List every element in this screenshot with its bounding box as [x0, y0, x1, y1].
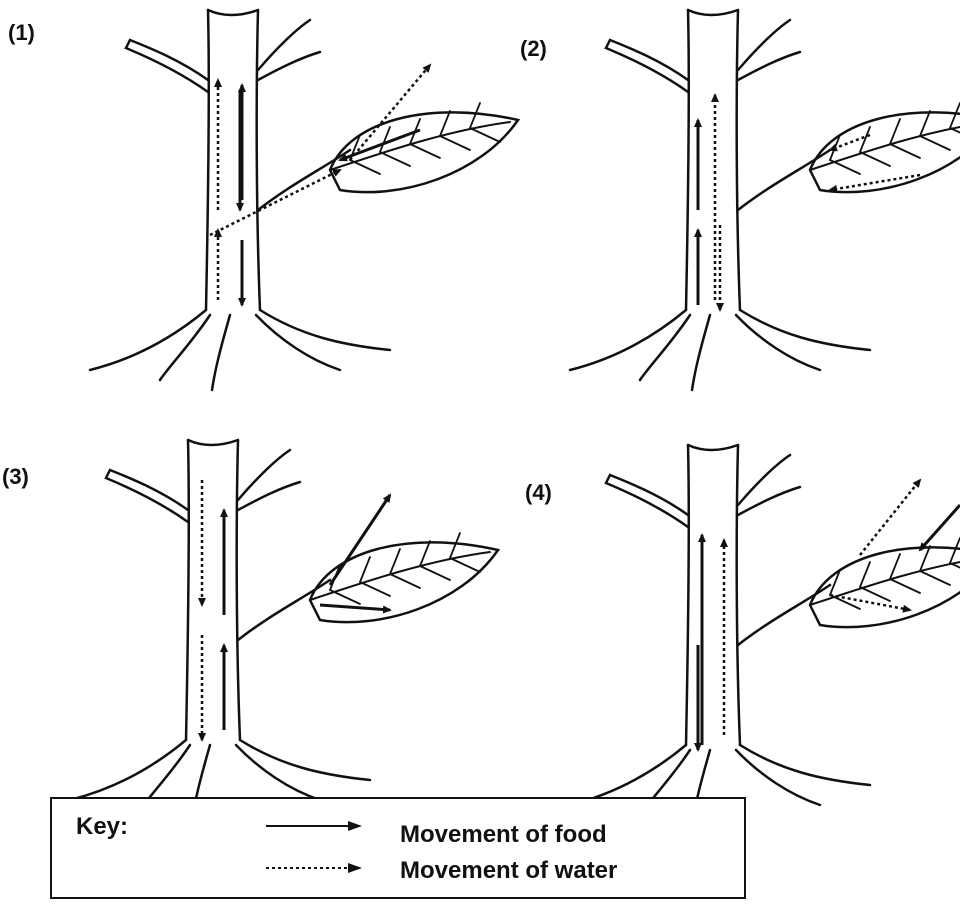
p3-food-in-leaf [320, 605, 390, 610]
leaf-vein-up-p4-4 [950, 538, 960, 563]
root-c-p2 [692, 315, 710, 390]
left-branch-p1 [126, 40, 208, 92]
root-d-p1 [260, 310, 390, 350]
key-title: Key: [76, 813, 128, 841]
p4-water-out-leaf [860, 480, 920, 555]
leaf-vein-up-p2-4 [950, 103, 960, 128]
right-twig-b-p1 [258, 52, 320, 80]
root-a-p1 [90, 310, 206, 370]
leaf-vein-down-p3-4 [450, 558, 480, 572]
leaf-vein-up-p2-3 [920, 111, 930, 136]
leaf-vein-down-p3-3 [420, 566, 450, 580]
p1-water-out-leaf [350, 65, 430, 160]
plant-p4 [570, 445, 960, 825]
right-twig-b-p3 [238, 482, 300, 510]
right-twig-a-p4 [738, 455, 790, 505]
stem-left-p4 [686, 445, 689, 745]
water-arrow-sample [264, 861, 364, 875]
leaf-vein-down-p1-3 [440, 136, 470, 150]
right-twig-b-p2 [738, 52, 800, 80]
leaf-vein-up-p3-4 [450, 533, 460, 558]
leaf-vein-up-p3-3 [420, 541, 430, 566]
stem-left-p3 [186, 440, 189, 740]
leaf-vein-down-p4-2 [890, 579, 920, 593]
leaf-vein-down-p3-0 [330, 590, 360, 604]
panel-label-2: (2) [520, 36, 547, 62]
leaf-vein-down-p1-4 [470, 128, 500, 142]
right-twig-b-p4 [738, 487, 800, 515]
stem-right-p3 [237, 440, 240, 740]
plant-p2 [570, 10, 960, 390]
left-branch-p2 [606, 40, 688, 92]
leaf-vein-up-p1-1 [380, 127, 390, 152]
root-d-p2 [740, 310, 870, 350]
panel-label-1: (1) [8, 20, 35, 46]
right-twig-a-p3 [238, 450, 290, 500]
leaf-vein-down-p2-0 [830, 160, 860, 174]
stem-right-p4 [737, 445, 740, 745]
p1-water-into-leaf [210, 170, 340, 235]
root-d-p3 [240, 740, 370, 780]
panel-label-3: (3) [2, 464, 29, 490]
root-a-p4 [570, 745, 686, 805]
leaf-vein-down-p1-2 [410, 144, 440, 158]
leaf-vein-up-p4-2 [890, 554, 900, 579]
right-twig-a-p1 [258, 20, 310, 70]
leaf-vein-down-p3-2 [390, 574, 420, 588]
leaf-vein-down-p4-3 [920, 571, 950, 585]
key-food-label: Movement of food [400, 821, 607, 849]
p4-food-into-leaf [920, 505, 960, 550]
leaf-vein-down-p2-2 [890, 144, 920, 158]
leaf-vein-down-p4-0 [830, 595, 860, 609]
root-a-p3 [70, 740, 186, 800]
stem-left-p2 [686, 10, 689, 310]
stem-top-p2 [688, 10, 738, 15]
leaf-vein-down-p1-0 [350, 160, 380, 174]
root-e-p4 [736, 750, 820, 805]
p4-water-leaf-in [830, 595, 910, 610]
key-water-label: Movement of water [400, 857, 617, 885]
plant-p1 [90, 10, 518, 390]
leaf-vein-up-p3-1 [360, 557, 370, 582]
leaf-vein-up-p1-4 [470, 103, 480, 128]
leaf-vein-down-p2-1 [860, 152, 890, 166]
root-e-p1 [256, 315, 340, 370]
stem-top-p4 [688, 445, 738, 450]
leaf-vein-down-p3-1 [360, 582, 390, 596]
leaf-vein-down-p1-1 [380, 152, 410, 166]
leaf-vein-down-p2-3 [920, 136, 950, 150]
root-e-p3 [236, 745, 320, 800]
stem-left-p1 [206, 10, 209, 310]
left-branch-p3 [106, 470, 188, 522]
root-c-p1 [212, 315, 230, 390]
leaf-vein-up-p2-2 [890, 119, 900, 144]
root-a-p2 [570, 310, 686, 370]
left-branch-p4 [606, 475, 688, 527]
stem-top-p3 [188, 440, 238, 445]
root-e-p2 [736, 315, 820, 370]
stem-right-p2 [737, 10, 740, 310]
right-twig-a-p2 [738, 20, 790, 70]
leaf-vein-up-p4-1 [860, 562, 870, 587]
leaf-vein-down-p4-4 [950, 563, 960, 577]
panel-label-4: (4) [525, 480, 552, 506]
plant-p3 [70, 440, 498, 820]
leaf-vein-up-p3-2 [390, 549, 400, 574]
food-arrow-sample [264, 819, 364, 833]
leaf-vein-down-p2-4 [950, 128, 960, 142]
leaf-vein-up-p2-1 [860, 127, 870, 152]
p3-food-out-leaf [330, 495, 390, 585]
key-legend: Key: Movement of food Movement of water [50, 797, 746, 899]
leaf-vein-down-p4-1 [860, 587, 890, 601]
stem-right-p1 [257, 10, 260, 310]
leaf-vein-up-p1-3 [440, 111, 450, 136]
stem-top-p1 [208, 10, 258, 15]
root-d-p4 [740, 745, 870, 785]
